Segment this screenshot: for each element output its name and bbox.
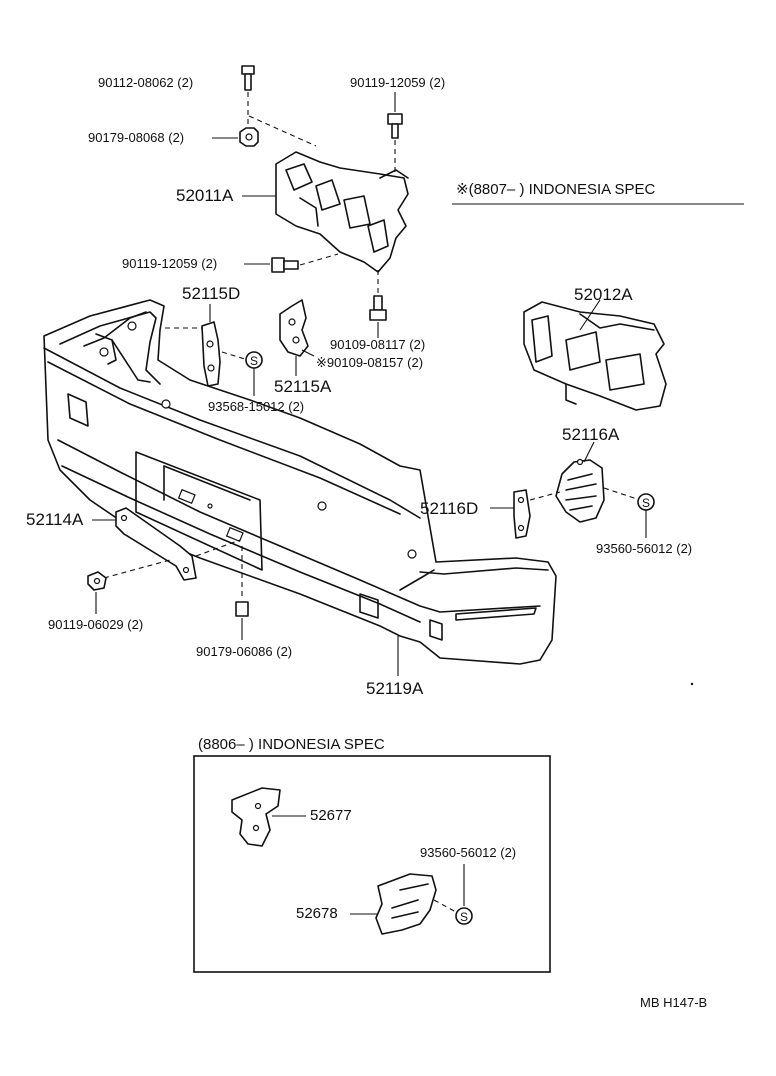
stay-52115A [279, 299, 309, 357]
label-90109-08157: ※90109-08157 (2) [316, 355, 424, 370]
label-90119-06029: 90119-06029 (2) [48, 617, 144, 632]
bolt-90112-08062 [241, 65, 255, 91]
bracket-52114A [115, 507, 197, 581]
label-52011A: 52011A [176, 186, 234, 205]
label-90119-12059-top: 90119-12059 (2) [350, 75, 446, 90]
figure-code: MB H147-B [640, 995, 708, 1010]
label-93560-56012-right: 93560-56012 (2) [596, 541, 693, 556]
leader-line [301, 349, 315, 357]
note-spec-8806: (8806– ) INDONESIA SPEC [198, 736, 385, 753]
bolt-90109-08117 [369, 295, 387, 321]
label-90119-12059-mid: 90119-12059 (2) [122, 256, 218, 271]
label-90112-08062: 90112-08062 (2) [98, 75, 194, 90]
label-52116D: 52116D [420, 499, 479, 518]
bracket-52012A [523, 301, 667, 411]
label-90179-06086: 90179-06086 (2) [196, 644, 293, 659]
bracket-52011A [275, 151, 409, 273]
seal-93568-15012: S [245, 351, 263, 369]
seal-93560-56012-right: S [637, 493, 655, 511]
leader-dash [248, 115, 317, 147]
label-93568-15012: 93568-15012 (2) [208, 399, 305, 414]
stay-52116A [555, 458, 605, 523]
bolt-90119-12059-mid [271, 257, 299, 273]
leader-dash [195, 539, 241, 557]
label-52116A: 52116A [562, 425, 620, 444]
leader-dash [221, 351, 249, 361]
leader-dash [299, 253, 339, 266]
label-90109-08117: 90109-08117 (2) [330, 337, 426, 352]
seal-93560-56012-box: S [455, 907, 473, 925]
leader-dash [433, 899, 457, 913]
leader-line [583, 441, 595, 463]
label-52119A: 52119A [366, 679, 424, 698]
label-52677: 52677 [310, 807, 352, 824]
label-93560-56012-box: 93560-56012 (2) [420, 845, 517, 860]
label-52114A: 52114A [26, 510, 84, 529]
stay-52115D [201, 321, 221, 387]
label-52012A: 52012A [574, 285, 633, 304]
bolt-90119-12059-top [387, 113, 403, 139]
label-52115D: 52115D [182, 284, 241, 303]
stay-52677 [231, 787, 281, 847]
label-90179-08068: 90179-08068 (2) [88, 130, 185, 145]
leader-line [579, 299, 601, 331]
stay-52116D [513, 489, 531, 539]
stay-52678 [375, 873, 437, 935]
bolt-90119-06029 [87, 571, 107, 591]
label-52115A: 52115A [274, 377, 332, 396]
leader-dash [603, 487, 641, 501]
label-52678: 52678 [296, 905, 338, 922]
nut-90179-06086 [235, 601, 249, 617]
note-spec-8807: ※(8807– ) INDONESIA SPEC [456, 181, 656, 198]
seal-letter: S [250, 354, 258, 368]
speck [690, 682, 694, 686]
inset-box [193, 755, 551, 973]
leader-dash [103, 559, 171, 579]
seal-letter: S [642, 496, 650, 510]
nut-90179-08068 [239, 127, 259, 147]
seal-letter: S [460, 910, 468, 924]
